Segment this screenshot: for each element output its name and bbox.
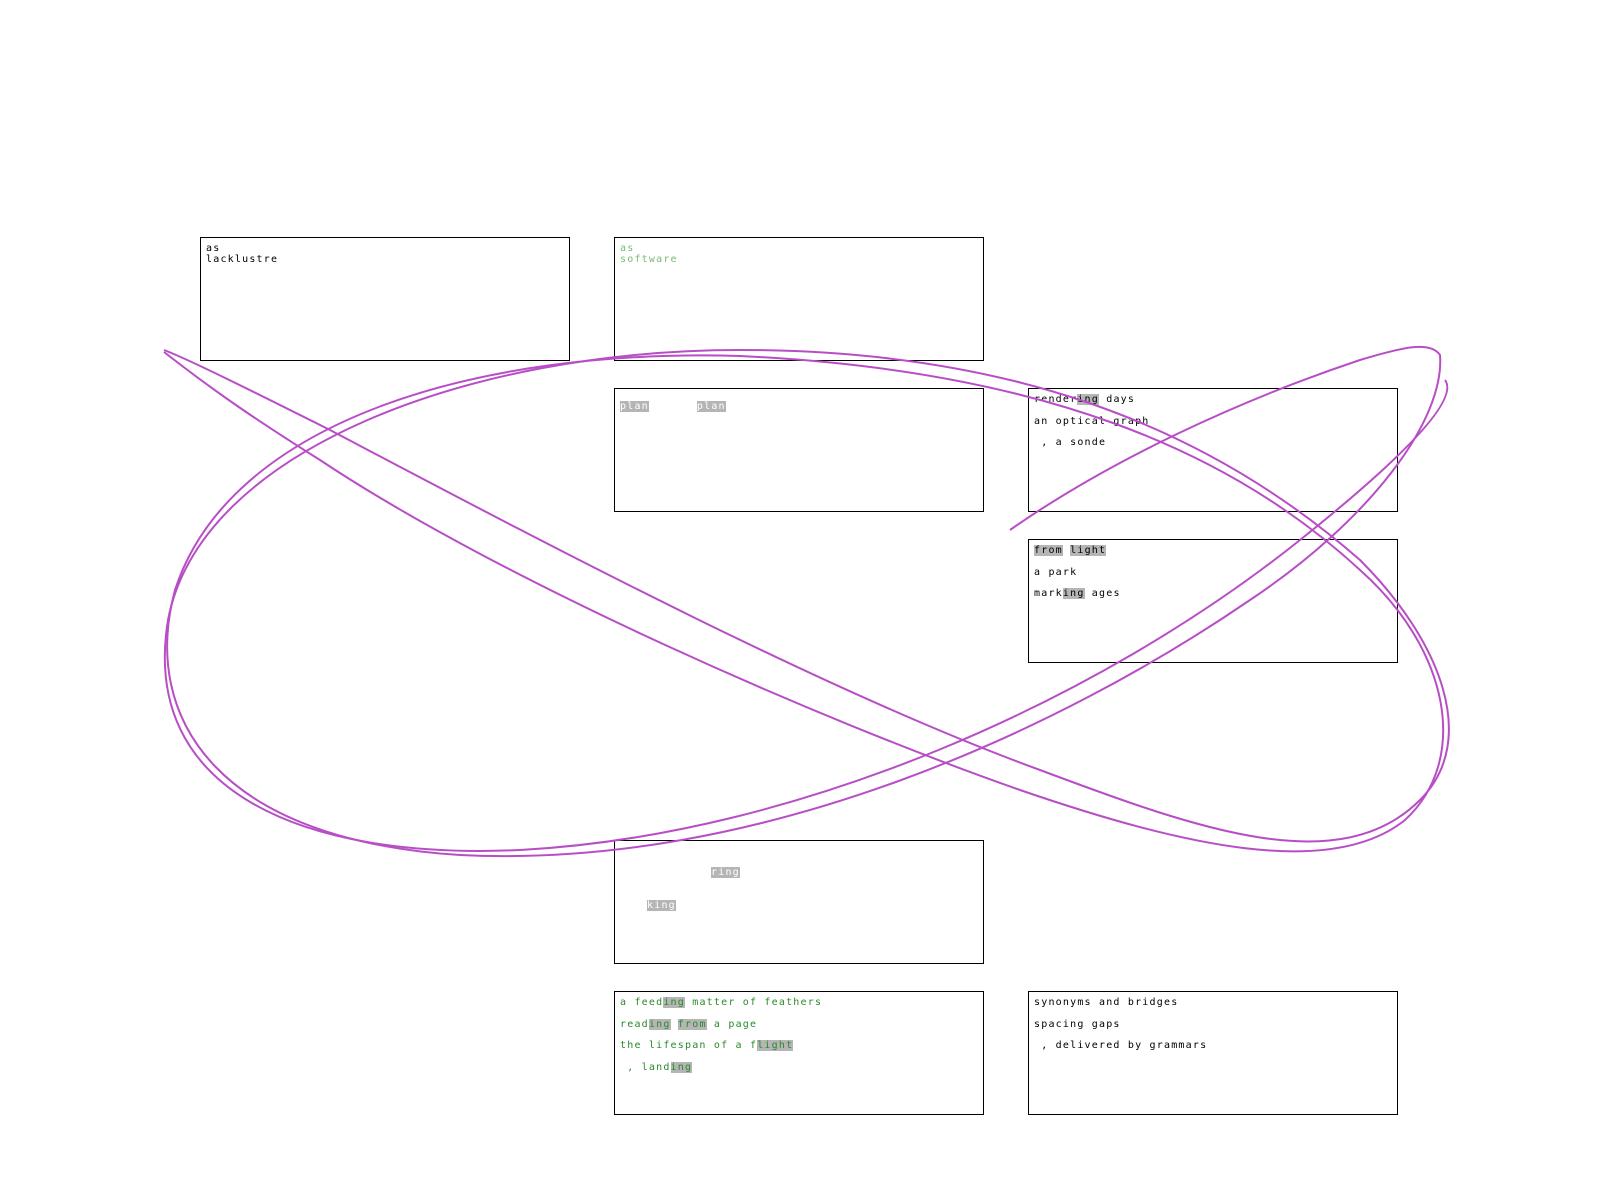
text-segment: a feed [620,997,664,1008]
text-panel-4: rendering days an optical graph , a sond… [1028,388,1398,512]
panel-line: a feeding matter of feathers [620,997,978,1008]
panel-line: plan plan [620,401,978,412]
panel-line: king [620,900,978,911]
highlight-segment: from [1034,545,1063,556]
highlight-word: king [647,900,676,911]
panel-line: synonyms and bridges [1034,997,1179,1008]
highlight-segment: ing [648,1018,671,1030]
panel-line: , landing [620,1061,978,1073]
panel-line: as [206,243,221,254]
panel-line: as [620,243,635,254]
panel-line: rendering days [1034,394,1392,405]
text-panel-8: synonyms and bridges spacing gaps , deli… [1028,991,1398,1115]
text-segment: mark [1034,588,1063,599]
highlight-segment: ing [663,997,685,1008]
panel-line: software [620,254,678,265]
highlight-segment: ing [1077,394,1099,405]
text-segment: a page [706,1018,758,1030]
panel-line: spacing gaps [1034,1018,1121,1030]
text-segment: render [1034,394,1078,405]
panel-line: , delivered by grammars [1034,1040,1208,1051]
panel-line: a park [1034,566,1078,578]
highlight-segment: light [1070,545,1107,556]
text-segment: the lifespan of a f [620,1040,758,1051]
text-panel-6: ring king [614,840,984,964]
panel-line: , a sonde [1034,437,1107,448]
text-segment: read [620,1018,649,1030]
highlight-segment: ing [1062,588,1085,599]
highlight-segment: ing [670,1061,693,1073]
text-segment: days [1099,394,1136,405]
panel-line: ring [620,867,978,878]
text-panel-3: plan plan [614,388,984,512]
text-panel-1: as lacklustre [200,237,570,361]
highlight-word: plan [696,401,726,412]
text-panel-5: from light a park marking ages [1028,539,1398,663]
text-segment: , land [620,1061,671,1073]
highlight-segment: light [757,1040,794,1051]
highlight-word: ring [711,867,740,878]
text-segment: matter of feathers [685,997,823,1008]
text-panel-2: as software [614,237,984,361]
panel-line: the lifespan of a flight [620,1040,978,1051]
panel-line: lacklustre [206,254,279,265]
text-segment: ages [1084,588,1121,599]
text-panel-7: a feeding matter of feathers reading fro… [614,991,984,1115]
text-segment [671,1019,678,1030]
panel-line: marking ages [1034,588,1392,599]
panel-line: an optical graph [1034,415,1150,427]
panel-line: reading from a page [620,1018,978,1030]
highlight-segment: from [677,1018,707,1030]
highlight-word: plan [620,401,649,412]
panel-line: from light [1034,545,1392,556]
